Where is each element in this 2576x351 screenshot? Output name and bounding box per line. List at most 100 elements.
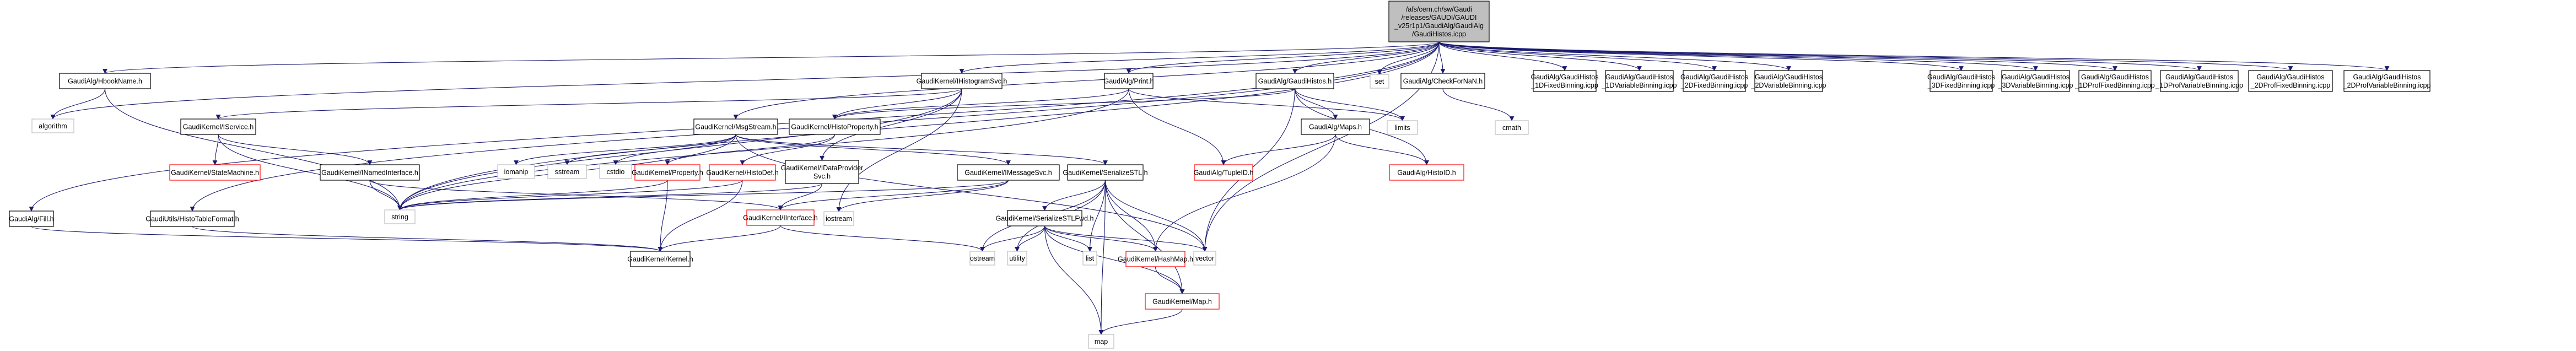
node-msgstream[interactable]: GaudiKernel/MsgStream.h (693, 118, 778, 135)
edge-msgstream-to-imessagesvc (735, 134, 1011, 165)
node-print[interactable]: GaudiAlg/Print.h (1103, 73, 1154, 89)
edge-print-to-histoproperty (832, 88, 1129, 120)
node-label: GaudiKernel/IInterface.h (743, 214, 818, 222)
node-label: algorithm (39, 122, 67, 130)
node-gaudihistos[interactable]: GaudiAlg/GaudiHistos.h (1255, 73, 1334, 89)
node-box (746, 209, 815, 226)
node-fill[interactable]: GaudiAlg/Fill.h (9, 210, 54, 227)
node-label: sstream (555, 168, 579, 176)
edge-serializestl-to-serializestlfwd (1042, 180, 1106, 211)
edge-serializestl-to-map_h (1104, 180, 1185, 294)
node-label: _2DFixedBinning.icpp (1680, 82, 1748, 89)
node-box (2248, 70, 2333, 92)
node-statemachine[interactable]: GaudiKernel/StateMachine.h (169, 164, 261, 181)
node-inamedinterface[interactable]: GaudiKernel/INamedInterface.h (320, 164, 420, 181)
node-label: GaudiKernel/SerializeSTL.h (1063, 169, 1147, 177)
edge-root-to-ihistogramsvc (959, 41, 1440, 74)
node-label: set (1375, 78, 1384, 85)
node-h3dvar[interactable]: GaudiAlg/GaudiHistos_3DVariableBinning.i… (1998, 70, 2073, 92)
node-h1dvar[interactable]: GaudiAlg/GaudiHistos_1DVariableBinning.i… (1602, 70, 1677, 92)
edge-root-to-h2dprofvar (1438, 41, 2389, 71)
node-h3dfixed[interactable]: GaudiAlg/GaudiHistos_3DFixedBinning.icpp (1927, 70, 1995, 92)
edge-root-to-h1dproffixed (1438, 41, 2117, 71)
node-box (9, 210, 54, 227)
node-serializestlfwd[interactable]: GaudiKernel/SerializeSTLFwd.h (996, 210, 1094, 226)
node-label: GaudiAlg/Print.h (1103, 78, 1154, 85)
edge-root-to-hbookname (103, 41, 1440, 74)
edge-ihistogramsvc-to-string (397, 88, 962, 210)
node-box (823, 211, 854, 226)
node-iservice[interactable]: GaudiKernel/IService.h (180, 118, 256, 135)
edge-serializestlfwd-to-hashmap (1044, 225, 1158, 252)
node-ihistogramsvc[interactable]: GaudiKernel/IHistogramSvc.h (917, 73, 1007, 89)
node-kernel[interactable]: GaudiKernel/Kernel.h (627, 251, 693, 267)
edge-histoproperty-to-histodef (740, 134, 836, 165)
node-property[interactable]: GaudiKernel/Property.h (632, 164, 703, 181)
node-maps[interactable]: GaudiAlg/Maps.h (1301, 118, 1370, 135)
node-box (957, 164, 1060, 181)
node-h1dfixed[interactable]: GaudiAlg/GaudiHistos_1DFixedBinning.icpp (1530, 70, 1598, 92)
node-label: _1DProfVariableBinning.icpp (2155, 82, 2243, 89)
node-h2dvar[interactable]: GaudiAlg/GaudiHistos_2DVariableBinning.i… (1751, 70, 1826, 92)
node-label: _2DProfVariableBinning.icpp (2343, 82, 2431, 89)
node-label: GaudiAlg/Fill.h (9, 215, 53, 223)
node-label: limits (1394, 124, 1410, 132)
node-label: GaudiAlg/GaudiHistos (1755, 73, 1823, 81)
node-box (1193, 251, 1216, 266)
node-histotableformat[interactable]: GaudiUtils/HistoTableFormat.h (145, 210, 239, 227)
node-box (1930, 70, 1993, 92)
node-histodef[interactable]: GaudiKernel/HistoDef.h (706, 164, 779, 181)
node-label: GaudiKernel/HistoProperty.h (791, 123, 878, 131)
node-histoproperty[interactable]: GaudiKernel/HistoProperty.h (789, 118, 881, 135)
edge-fill-to-kernel (31, 226, 662, 252)
node-box (1387, 120, 1418, 135)
node-label: _1DFixedBinning.icpp (1530, 82, 1598, 89)
node-hashmap[interactable]: GaudiKernel/HashMap.h (1118, 251, 1193, 267)
node-serializestl[interactable]: GaudiKernel/SerializeSTL.h (1063, 164, 1148, 181)
edge-serializestl-to-vector (1104, 180, 1208, 252)
edge-root-to-h1dvar (1438, 41, 1642, 71)
node-h2dfixed[interactable]: GaudiAlg/GaudiHistos_2DFixedBinning.icpp (1680, 70, 1748, 92)
node-box (150, 210, 235, 227)
node-tupleid[interactable]: GaudiAlg/TupleID.h (1194, 164, 1254, 181)
node-hbookname[interactable]: GaudiAlg/HbookName.h (59, 73, 151, 89)
node-box (1082, 251, 1097, 266)
node-label: _2DVariableBinning.icpp (1751, 82, 1826, 89)
edge-root-to-h1dprofvar (1438, 41, 2202, 71)
node-label: GaudiKernel/Kernel.h (627, 256, 693, 263)
node-algorithm: algorithm (31, 118, 74, 133)
node-box (1605, 70, 1674, 92)
node-label: iomanip (504, 168, 529, 176)
node-ostream: ostream (969, 251, 995, 266)
node-box (180, 118, 256, 135)
edge-root-to-h3dfixed (1438, 41, 1964, 71)
node-label: _2DProfFixedBinning.icpp (2250, 82, 2331, 89)
edge-gaudihistos-to-maps (1294, 88, 1338, 120)
node-box (547, 164, 587, 179)
node-box (384, 209, 416, 224)
node-imessagesvc[interactable]: GaudiKernel/IMessageSvc.h (957, 164, 1060, 181)
node-label: GaudiAlg/GaudiHistos (2165, 73, 2233, 81)
edge-serializestlfwd-to-list (1044, 225, 1092, 252)
node-iinterface[interactable]: GaudiKernel/IInterface.h (743, 209, 818, 226)
edge-idataprovidersvc-to-string (397, 183, 823, 210)
node-h2dproffixed[interactable]: GaudiAlg/GaudiHistos_2DProfFixedBinning.… (2248, 70, 2333, 92)
edge-map_h-to-map (1098, 309, 1183, 335)
node-box (1389, 164, 1464, 181)
node-box (1104, 73, 1154, 89)
edge-serializestlfwd-to-vector (1044, 225, 1208, 252)
node-h2dprofvar[interactable]: GaudiAlg/GaudiHistos_2DProfVariableBinni… (2343, 70, 2431, 92)
node-iomanip: iomanip (497, 164, 535, 179)
edge-root-to-h2dproffixed (1438, 41, 2293, 71)
node-label: GaudiAlg/CheckForNaN.h (1403, 78, 1483, 85)
node-h1dproffixed[interactable]: GaudiAlg/GaudiHistos_1DProfFixedBinning.… (2074, 70, 2155, 92)
node-label: GaudiKernel/IHistogramSvc.h (917, 78, 1007, 85)
node-box (1125, 251, 1185, 267)
node-label: _1DProfFixedBinning.icpp (2074, 82, 2155, 89)
node-h1dprofvar[interactable]: GaudiAlg/GaudiHistos_1DProfVariableBinni… (2155, 70, 2243, 92)
node-checkfornan[interactable]: GaudiAlg/CheckForNaN.h (1400, 73, 1485, 89)
node-label: vector (1195, 255, 1214, 262)
node-map_h[interactable]: GaudiKernel/Map.h (1145, 293, 1220, 310)
node-histoid[interactable]: GaudiAlg/HistoID.h (1389, 164, 1464, 181)
